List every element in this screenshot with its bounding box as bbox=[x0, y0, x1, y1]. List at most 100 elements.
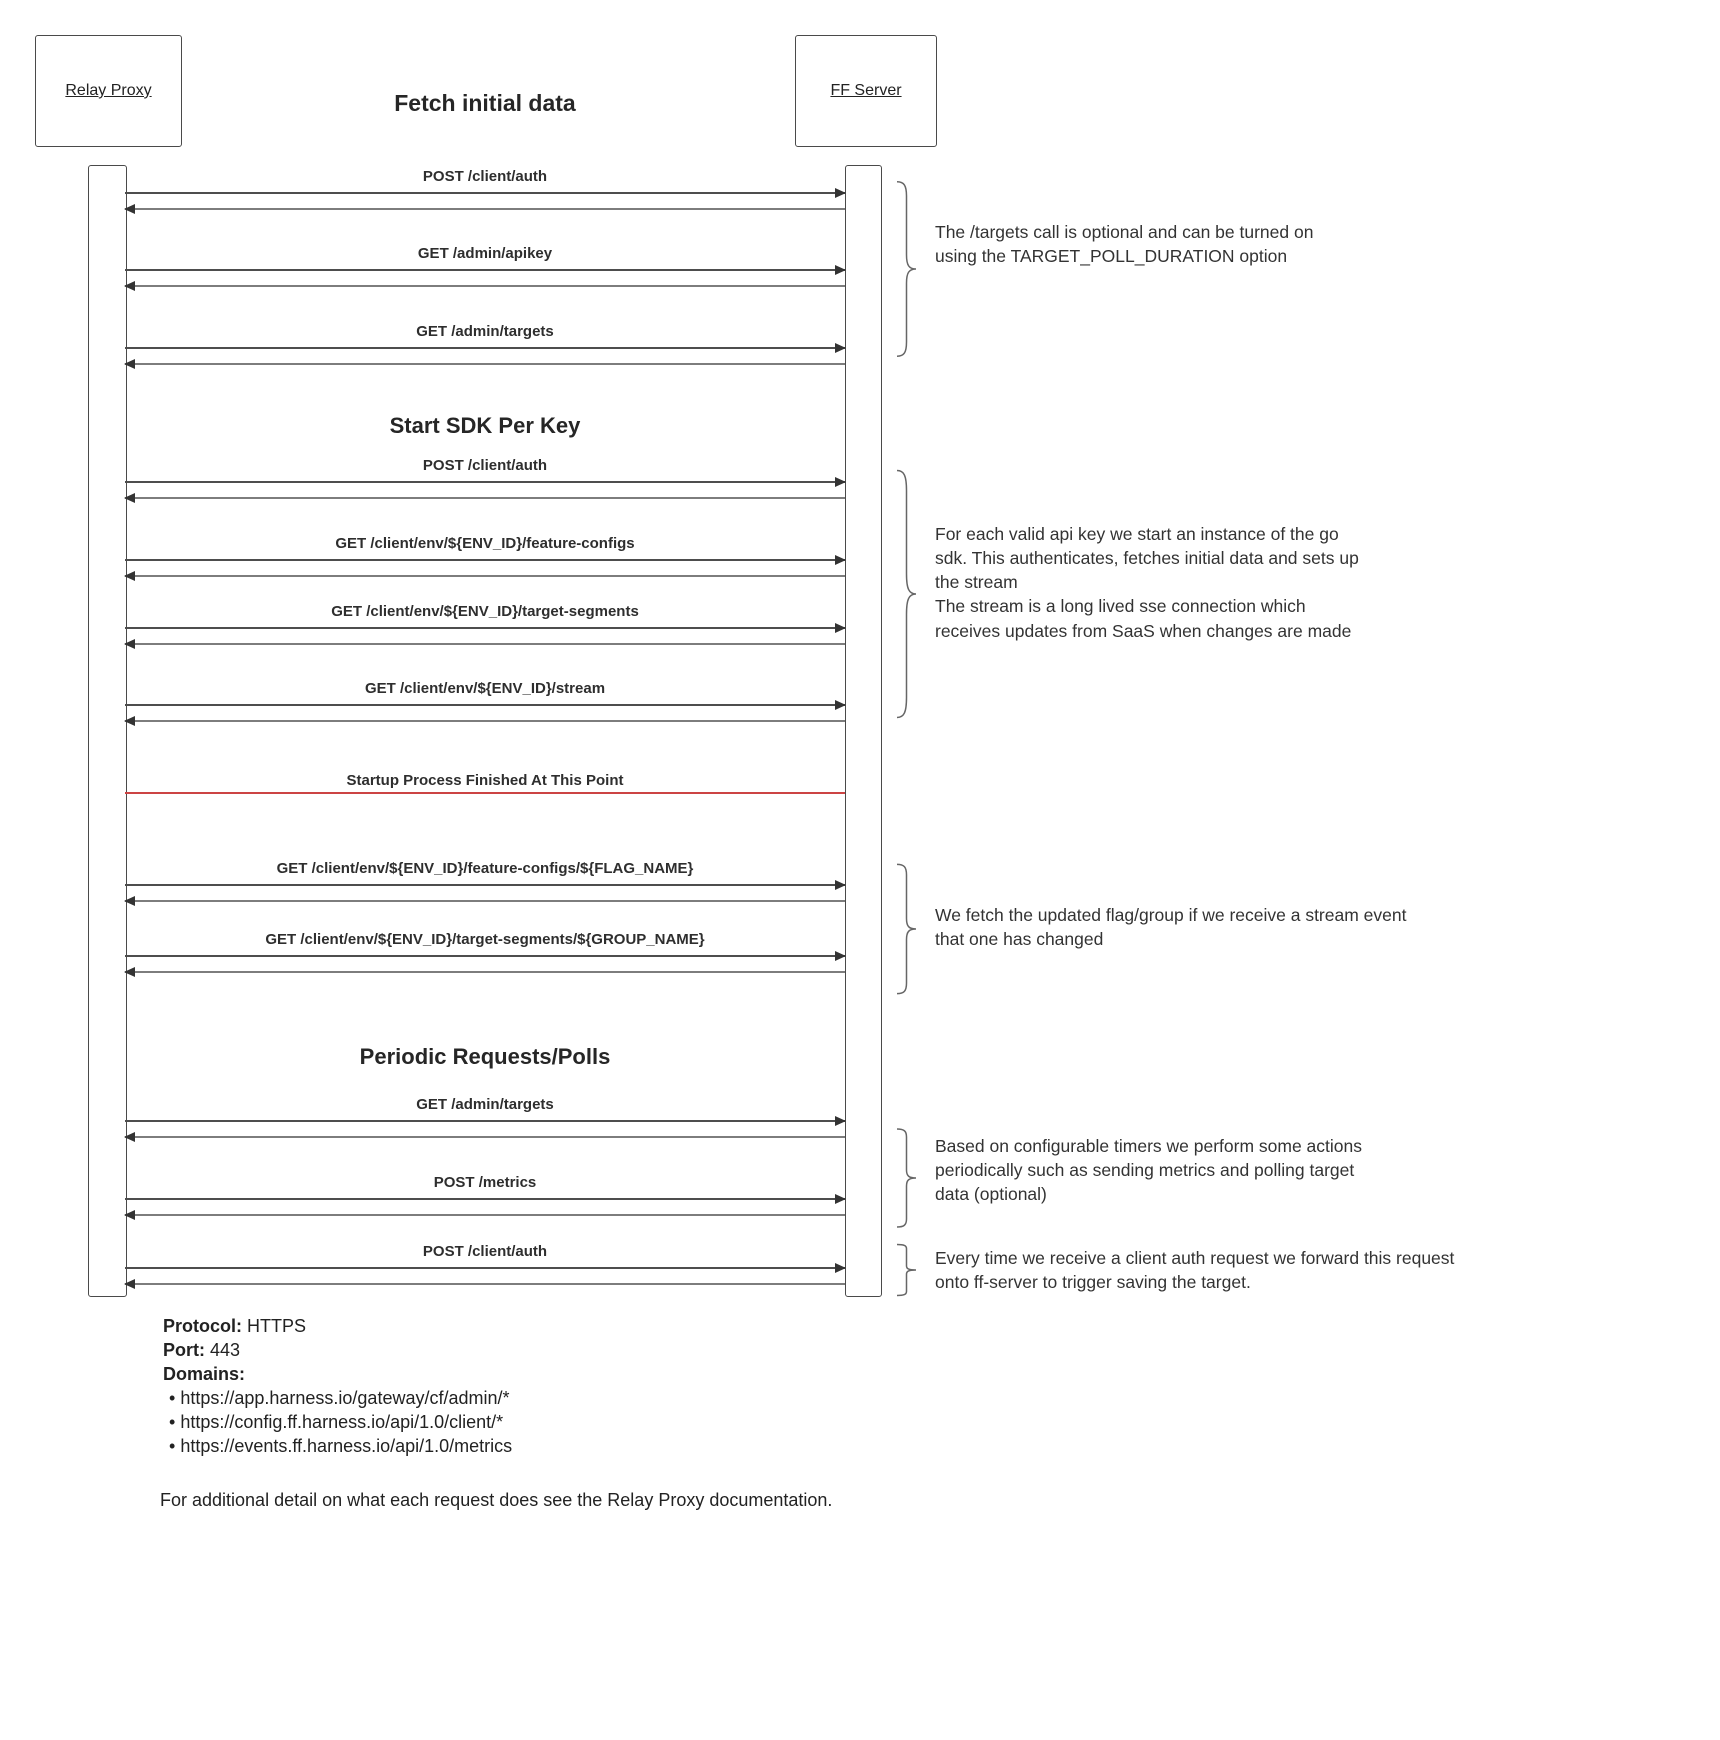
response-arrow bbox=[124, 1209, 845, 1220]
startup-divider-label: Startup Process Finished At This Point bbox=[346, 772, 624, 789]
annotation-sdk-start-text: For each valid api key we start an insta… bbox=[935, 524, 1359, 593]
message-label: GET /client/env/${ENV_ID}/feature-config… bbox=[276, 860, 694, 877]
annotation-client-auth-forward: Every time we receive a client auth requ… bbox=[935, 1248, 1455, 1293]
arrowhead-right-icon bbox=[835, 342, 846, 353]
request-arrow bbox=[125, 187, 846, 198]
arrowhead-left-icon bbox=[124, 280, 135, 291]
brace-sdk-start-icon bbox=[897, 468, 917, 720]
arrowhead-right-icon bbox=[835, 622, 846, 633]
arrowhead-right-icon bbox=[835, 1115, 846, 1126]
message-label: GET /admin/targets bbox=[416, 1096, 554, 1113]
message-label: POST /client/auth bbox=[422, 168, 548, 185]
arrowhead-right-icon bbox=[835, 476, 846, 487]
arrowhead-left-icon bbox=[124, 966, 135, 977]
message-post-client-auth-forward: POST /client/auth bbox=[124, 1243, 846, 1289]
response-arrow bbox=[124, 895, 845, 906]
actor-ff-server: FF Server bbox=[795, 35, 937, 147]
request-arrow bbox=[125, 699, 846, 710]
response-arrow bbox=[124, 280, 845, 291]
arrowhead-right-icon bbox=[835, 187, 846, 198]
response-arrow bbox=[124, 638, 845, 649]
annotation-targets-optional: The /targets call is optional and can be… bbox=[935, 222, 1314, 267]
request-arrow bbox=[125, 554, 846, 565]
port-label: Port: bbox=[163, 1340, 205, 1360]
message-post-metrics: POST /metrics bbox=[124, 1174, 846, 1220]
message-post-client-auth-initial: POST /client/auth bbox=[124, 168, 846, 214]
arrowhead-right-icon bbox=[835, 699, 846, 710]
request-arrow bbox=[125, 342, 846, 353]
response-arrow bbox=[124, 570, 845, 581]
arrowhead-left-icon bbox=[124, 715, 135, 726]
arrowhead-left-icon bbox=[124, 203, 135, 214]
section-title-start-sdk: Start SDK Per Key bbox=[389, 413, 581, 438]
message-label: GET /client/env/${ENV_ID}/target-segment… bbox=[265, 931, 705, 948]
message-label: POST /client/auth bbox=[422, 457, 548, 474]
diagram-title: Fetch initial data bbox=[394, 90, 576, 116]
request-arrow bbox=[125, 1262, 846, 1273]
message-get-feature-configs: GET /client/env/${ENV_ID}/feature-config… bbox=[124, 535, 846, 581]
arrowhead-left-icon bbox=[124, 570, 135, 581]
message-label: POST /metrics bbox=[433, 1174, 537, 1191]
message-label: GET /client/env/${ENV_ID}/feature-config… bbox=[335, 535, 635, 552]
protocol-line: Protocol: HTTPS bbox=[163, 1314, 512, 1338]
annotation-stream-event-fetch: We fetch the updated flag/group if we re… bbox=[935, 905, 1407, 950]
message-get-target-segment-by-group: GET /client/env/${ENV_ID}/target-segment… bbox=[124, 931, 846, 977]
section-title-periodic: Periodic Requests/Polls bbox=[359, 1044, 611, 1069]
arrowhead-right-icon bbox=[835, 879, 846, 890]
actor-relay-proxy-label: Relay Proxy bbox=[65, 82, 152, 99]
message-label: GET /client/env/${ENV_ID}/target-segment… bbox=[331, 603, 639, 620]
message-get-admin-targets-poll: GET /admin/targets bbox=[124, 1096, 846, 1142]
message-get-stream: GET /client/env/${ENV_ID}/stream bbox=[124, 680, 846, 726]
domain-item: https://config.ff.harness.io/api/1.0/cli… bbox=[163, 1410, 512, 1434]
connection-details: Protocol: HTTPS Port: 443 Domains: https… bbox=[163, 1314, 512, 1458]
arrowhead-right-icon bbox=[835, 1262, 846, 1273]
response-arrow bbox=[124, 358, 845, 369]
domains-label: Domains: bbox=[163, 1364, 246, 1384]
message-post-client-auth-sdk: POST /client/auth bbox=[124, 457, 846, 503]
brace-stream-event-icon bbox=[897, 863, 917, 995]
arrowhead-left-icon bbox=[124, 492, 135, 503]
port-line: Port: 443 bbox=[163, 1338, 512, 1362]
domain-item: https://app.harness.io/gateway/cf/admin/… bbox=[163, 1386, 512, 1410]
message-label: GET /admin/apikey bbox=[417, 245, 553, 262]
annotation-sdk-start: For each valid api key we start an insta… bbox=[935, 522, 1363, 643]
message-get-admin-targets: GET /admin/targets bbox=[124, 323, 846, 369]
brace-client-auth-icon bbox=[897, 1244, 917, 1296]
request-arrow bbox=[125, 1115, 846, 1126]
request-arrow bbox=[125, 950, 846, 961]
request-arrow bbox=[125, 1193, 846, 1204]
message-label: POST /client/auth bbox=[422, 1243, 548, 1260]
annotation-periodic-timers: Based on configurable timers we perform … bbox=[935, 1136, 1363, 1205]
lifeline-relay-proxy bbox=[88, 165, 127, 1297]
response-arrow bbox=[124, 715, 845, 726]
request-arrow bbox=[125, 622, 846, 633]
documentation-note: For additional detail on what each reque… bbox=[160, 1490, 833, 1510]
message-label: GET /admin/targets bbox=[416, 323, 554, 340]
response-arrow bbox=[124, 492, 845, 503]
arrowhead-right-icon bbox=[835, 950, 846, 961]
lifeline-ff-server bbox=[845, 165, 882, 1297]
startup-divider: Startup Process Finished At This Point bbox=[125, 772, 845, 794]
startup-divider-line bbox=[125, 792, 845, 794]
message-get-admin-apikey: GET /admin/apikey bbox=[124, 245, 846, 291]
message-get-feature-config-by-flag: GET /client/env/${ENV_ID}/feature-config… bbox=[124, 860, 846, 906]
response-arrow bbox=[124, 1131, 845, 1142]
domain-item: https://events.ff.harness.io/api/1.0/met… bbox=[163, 1434, 512, 1458]
request-arrow bbox=[125, 476, 846, 487]
arrowhead-right-icon bbox=[835, 554, 846, 565]
brace-periodic-icon bbox=[897, 1128, 917, 1228]
actor-relay-proxy: Relay Proxy bbox=[35, 35, 182, 147]
message-label: GET /client/env/${ENV_ID}/stream bbox=[364, 680, 606, 697]
response-arrow bbox=[124, 966, 845, 977]
arrowhead-left-icon bbox=[124, 1278, 135, 1289]
request-arrow bbox=[125, 879, 846, 890]
arrowhead-left-icon bbox=[124, 638, 135, 649]
arrowhead-left-icon bbox=[124, 895, 135, 906]
response-arrow bbox=[124, 1278, 845, 1289]
protocol-label: Protocol: bbox=[163, 1316, 242, 1336]
request-arrow bbox=[125, 264, 846, 275]
message-get-target-segments: GET /client/env/${ENV_ID}/target-segment… bbox=[124, 603, 846, 649]
annotation-sse-stream-text: The stream is a long lived sse connectio… bbox=[935, 596, 1352, 641]
arrowhead-left-icon bbox=[124, 358, 135, 369]
port-value: 443 bbox=[210, 1340, 241, 1360]
